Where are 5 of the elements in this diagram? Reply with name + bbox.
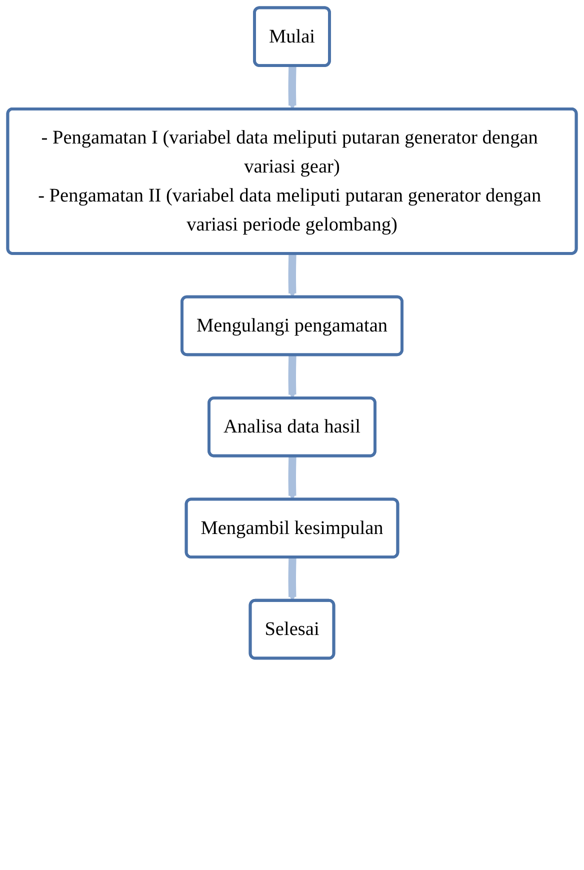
arrow (288, 456, 297, 500)
arrow (288, 557, 297, 602)
arrow (288, 254, 297, 298)
arrow (288, 66, 297, 110)
arrow (288, 354, 297, 399)
